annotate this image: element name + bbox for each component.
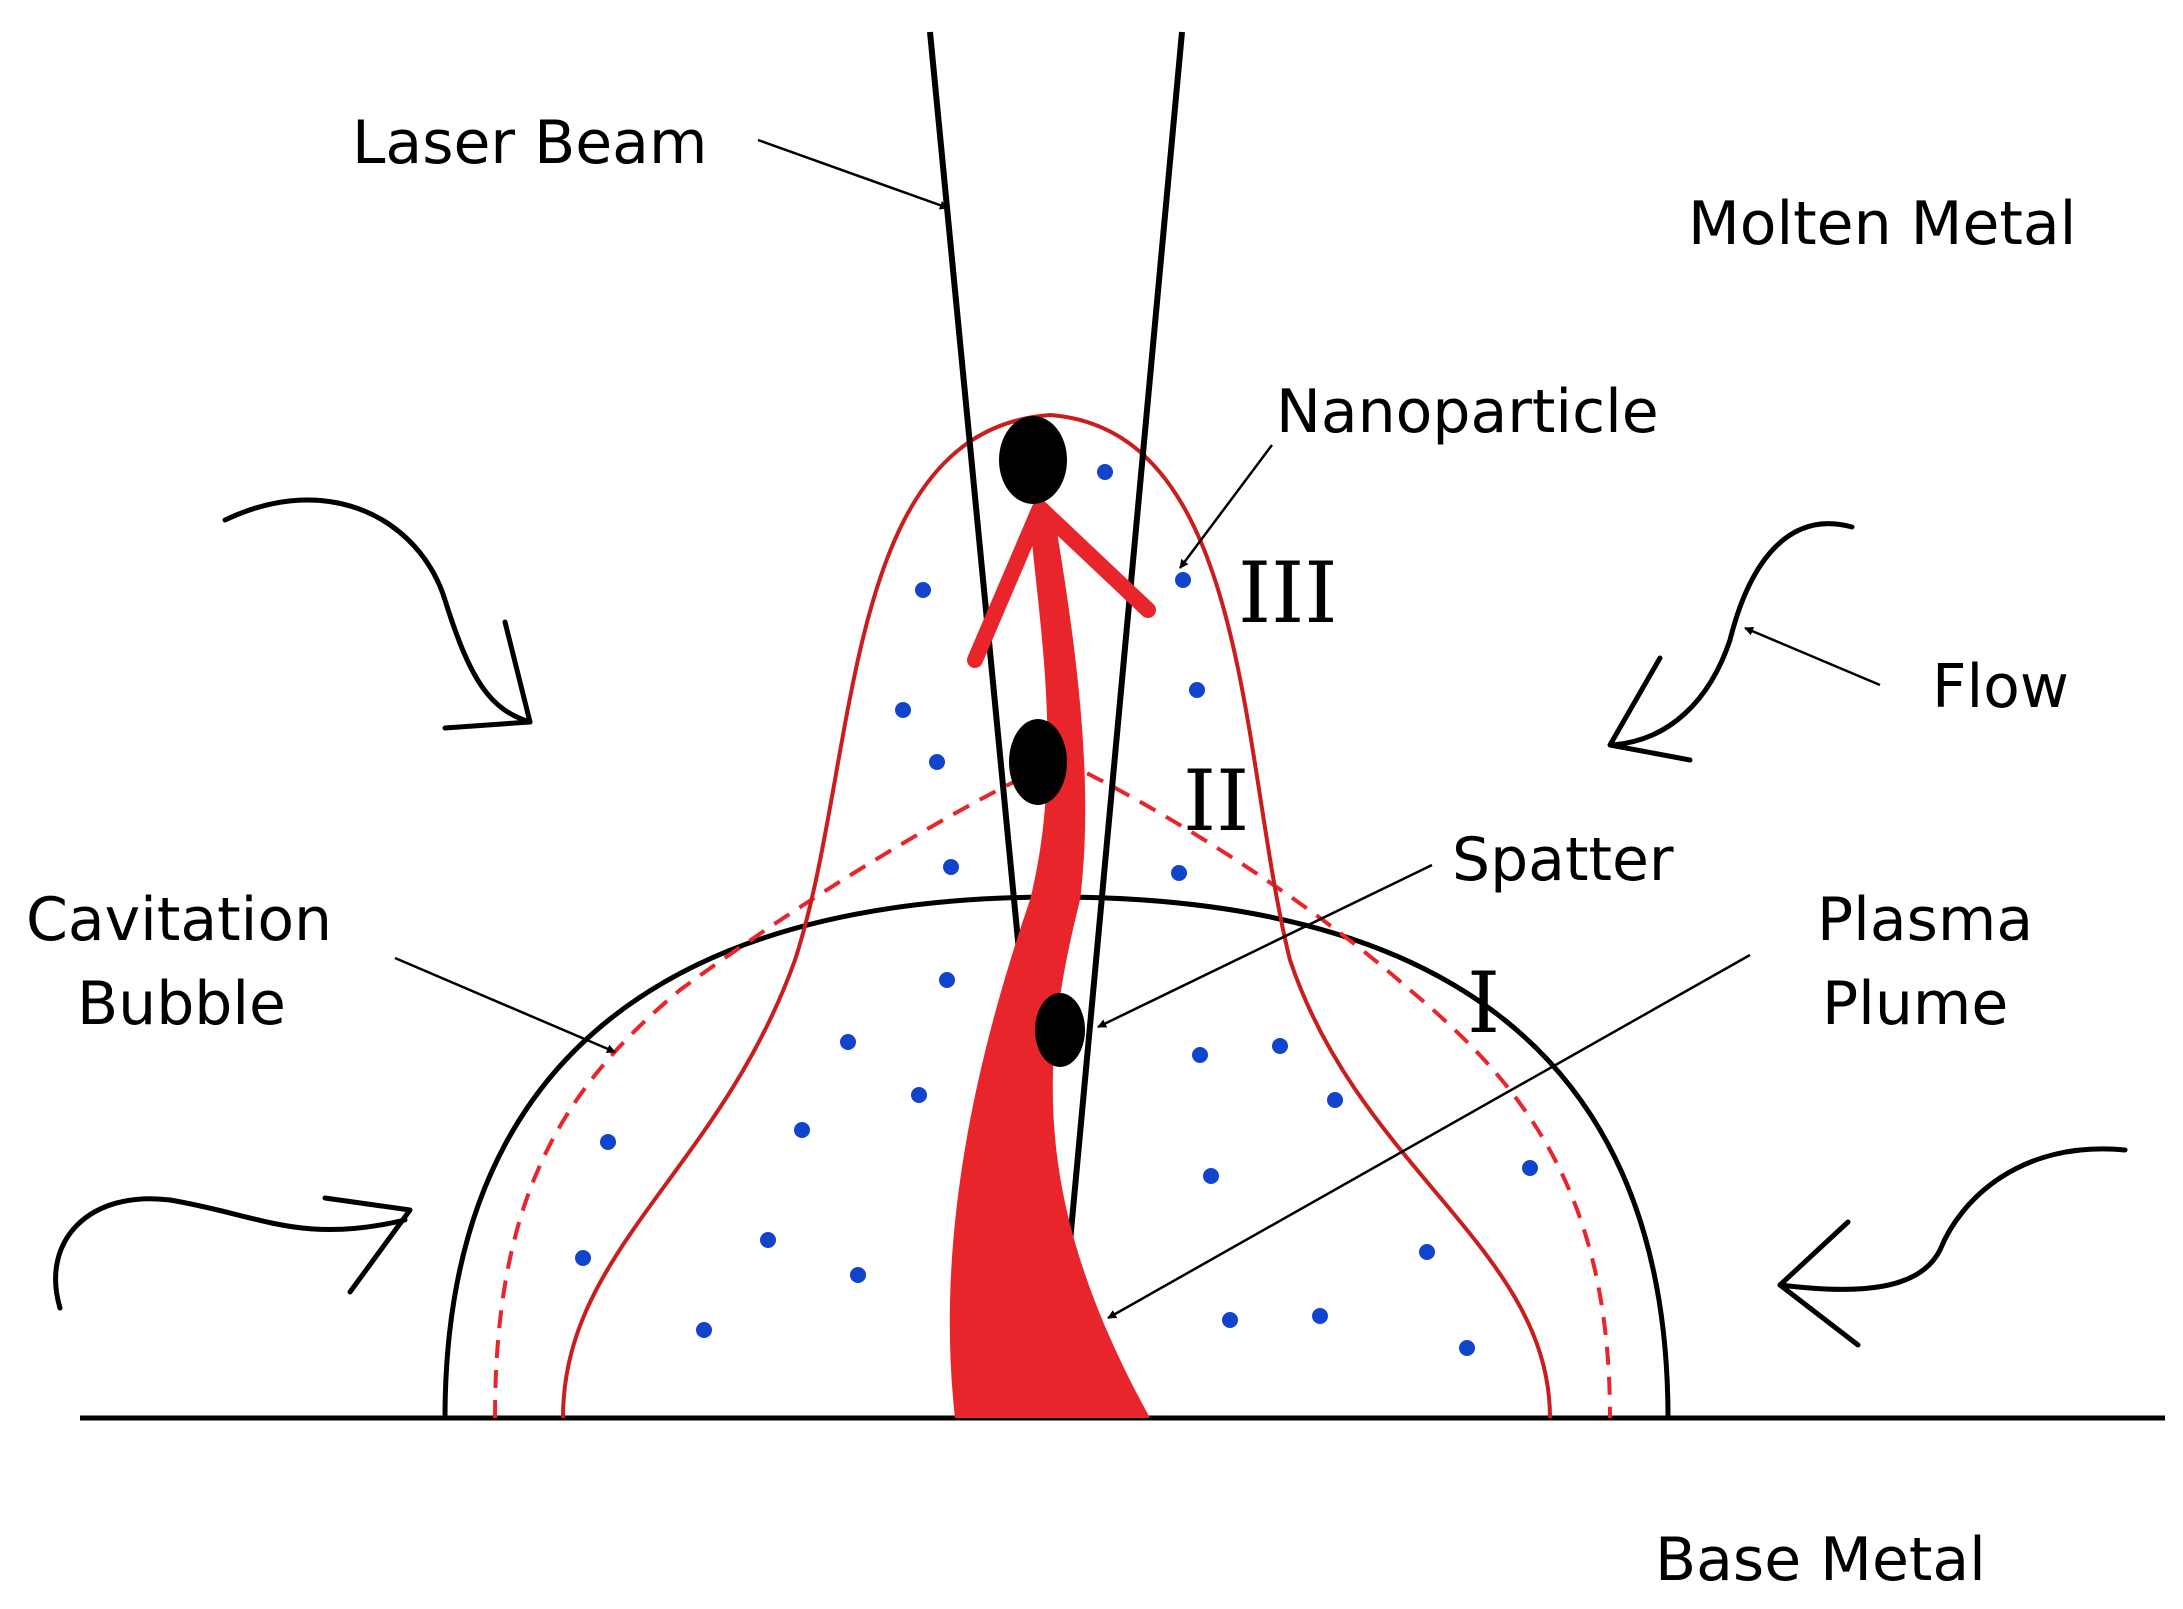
nanoparticle-dot [600,1134,616,1150]
plasma-plume-label-line1: Plasma [1817,885,2033,955]
plasma-plume-outline [561,412,1552,1419]
nanoparticle-dot [1175,572,1191,588]
nanoparticle-dot [1312,1308,1328,1324]
base-metal-label: Base Metal [1655,1525,1986,1595]
flow-label: Flow [1932,652,2069,722]
flow-arrows [53,497,2128,1348]
molten-metal-label: Molten Metal [1688,189,2076,259]
nanoparticle-dot [1097,464,1113,480]
nanoparticle-dot [794,1122,810,1138]
spatter-particle-middle [1009,719,1067,805]
nanoparticle-dot [1522,1160,1538,1176]
cavitation-bubble-leader [394,956,616,1054]
spatter-particle-bottom [1035,993,1085,1067]
zone-2-boundary [493,757,1612,1419]
flow-arrow-bottom-right [1777,1146,2128,1292]
nanoparticle-dot [1272,1038,1288,1054]
nanoparticle-dot [943,859,959,875]
nanoparticle-label: Nanoparticle [1276,377,1659,447]
cavitation-bubble-label-line1: Cavitation [26,885,332,955]
flow-arrow-top-left-head [442,619,533,731]
nanoparticle-dot [1222,1312,1238,1328]
laser-beam-right [1063,31,1185,1286]
plasma-plume-label-line2: Plume [1822,969,2008,1039]
nanoparticle-dot [939,972,955,988]
nanoparticle-dot [696,1322,712,1338]
zone-3-label: III [1238,544,1338,642]
nanoparticle-dot [929,754,945,770]
spatter-leader [1097,863,1433,1029]
flow-arrow-bottom-left [53,1196,408,1311]
nanoparticle-dot [1189,682,1205,698]
zone-2-label: II [1183,752,1249,850]
nanoparticle-dot [1171,865,1187,881]
nanoparticle-dot [1459,1340,1475,1356]
zone-1-label: I [1467,954,1500,1052]
flow-arrow-top-left [222,497,533,725]
nanoparticle-dot [1419,1244,1435,1260]
laser-beam-label: Laser Beam [352,108,707,178]
nanoparticle-dot [911,1087,927,1103]
flow-arrow-bottom-right-head [1777,1219,1861,1348]
flow-arrow-top-right-head [1607,655,1693,763]
nanoparticles [575,464,1538,1356]
nanoparticle-dot [1327,1092,1343,1108]
plume-jet [949,520,1150,1418]
nanoparticle-dot [840,1034,856,1050]
laser-beam-leader [757,138,949,210]
leader-lines [394,138,1881,1320]
nanoparticle-leader [1178,444,1274,569]
nanoparticle-dot [895,702,911,718]
flow-leader [1744,626,1881,687]
plume-arrow-head [967,500,1156,668]
laser-beam-left [927,31,1025,983]
nanoparticle-dot [760,1232,776,1248]
nanoparticle-dot [575,1250,591,1266]
plasma-plume-leader [1107,953,1751,1320]
flow-arrow-bottom-left-head [322,1195,413,1295]
spatter-particle-top [999,416,1067,504]
nanoparticle-dot [850,1267,866,1283]
nanoparticle-dot [1192,1047,1208,1063]
spatter-label: Spatter [1452,825,1674,895]
flow-arrow-top-right [1610,521,1855,748]
nanoparticle-dot [1203,1168,1219,1184]
nanoparticle-dot [915,582,931,598]
cavitation-bubble-label-line2: Bubble [77,969,286,1039]
